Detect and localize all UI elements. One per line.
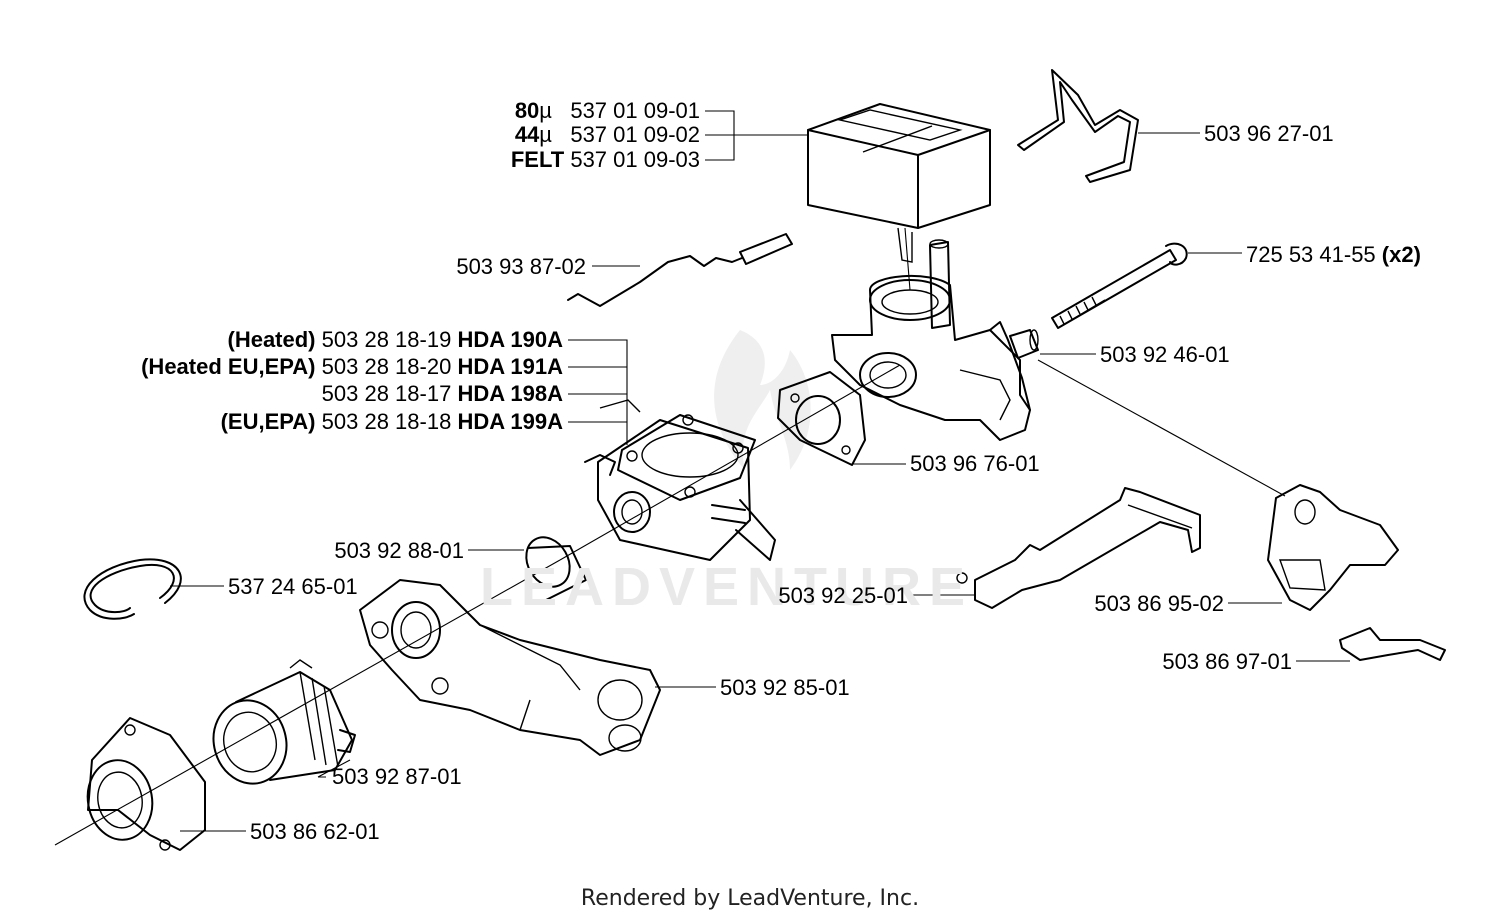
label-503938702: 503 93 87-02 [456, 254, 586, 279]
label-537246501: 537 24 65-01 [228, 574, 358, 599]
label-503928701: 503 92 87-01 [332, 764, 462, 789]
o-ring [525, 536, 587, 601]
intake-manifold [359, 579, 661, 756]
label-503922501: 503 92 25-01 [778, 583, 908, 608]
label-503967601: 503 96 76-01 [910, 451, 1040, 476]
air-filter [807, 103, 991, 263]
trigger-spring [1339, 627, 1446, 661]
label-503924601: 503 92 46-01 [1100, 342, 1230, 367]
watermark: LEADVENTURE [480, 557, 974, 617]
filter-label-44: 44µ 537 01 09-02 [514, 122, 700, 147]
spring-clip [1017, 69, 1139, 183]
flex-intake [212, 659, 356, 785]
label-503962701: 503 96 27-01 [1204, 121, 1334, 146]
label-503869502: 503 86 95-02 [1094, 591, 1224, 616]
label-503928801: 503 92 88-01 [334, 538, 464, 563]
intake-cover [86, 717, 206, 851]
throttle-rod [956, 487, 1201, 609]
label-503866201: 503 86 62-01 [250, 819, 380, 844]
filter-label-felt: FELT 537 01 09-03 [510, 147, 700, 172]
carb-label-199a: (EU,EPA) 503 28 18-18 HDA 199A [220, 409, 563, 434]
leader-lines [170, 110, 1350, 832]
carb-label-198a: 503 28 18-17 HDA 198A [321, 381, 563, 406]
label-503928501: 503 92 85-01 [720, 675, 850, 700]
assembly-axis [54, 227, 1286, 846]
label-503869701: 503 86 97-01 [1162, 649, 1292, 674]
long-bolt [1051, 242, 1188, 329]
throttle-trigger [1267, 484, 1399, 611]
snap-ring [83, 558, 182, 620]
watermark-flame [714, 330, 811, 470]
carburetor [584, 399, 776, 561]
sleeve [1009, 329, 1039, 359]
carb-label-191a: (Heated EU,EPA) 503 28 18-20 HDA 191A [141, 354, 563, 379]
footer-credit: Rendered by LeadVenture, Inc. [580, 886, 920, 911]
filter-label-80: 80µ 537 01 09-01 [514, 98, 700, 123]
gasket [777, 371, 866, 466]
choke-rod [567, 233, 793, 307]
label-725534155: 725 53 41-55 (x2) [1246, 242, 1421, 267]
carb-label-190a: (Heated) 503 28 18-19 HDA 190A [227, 327, 564, 352]
